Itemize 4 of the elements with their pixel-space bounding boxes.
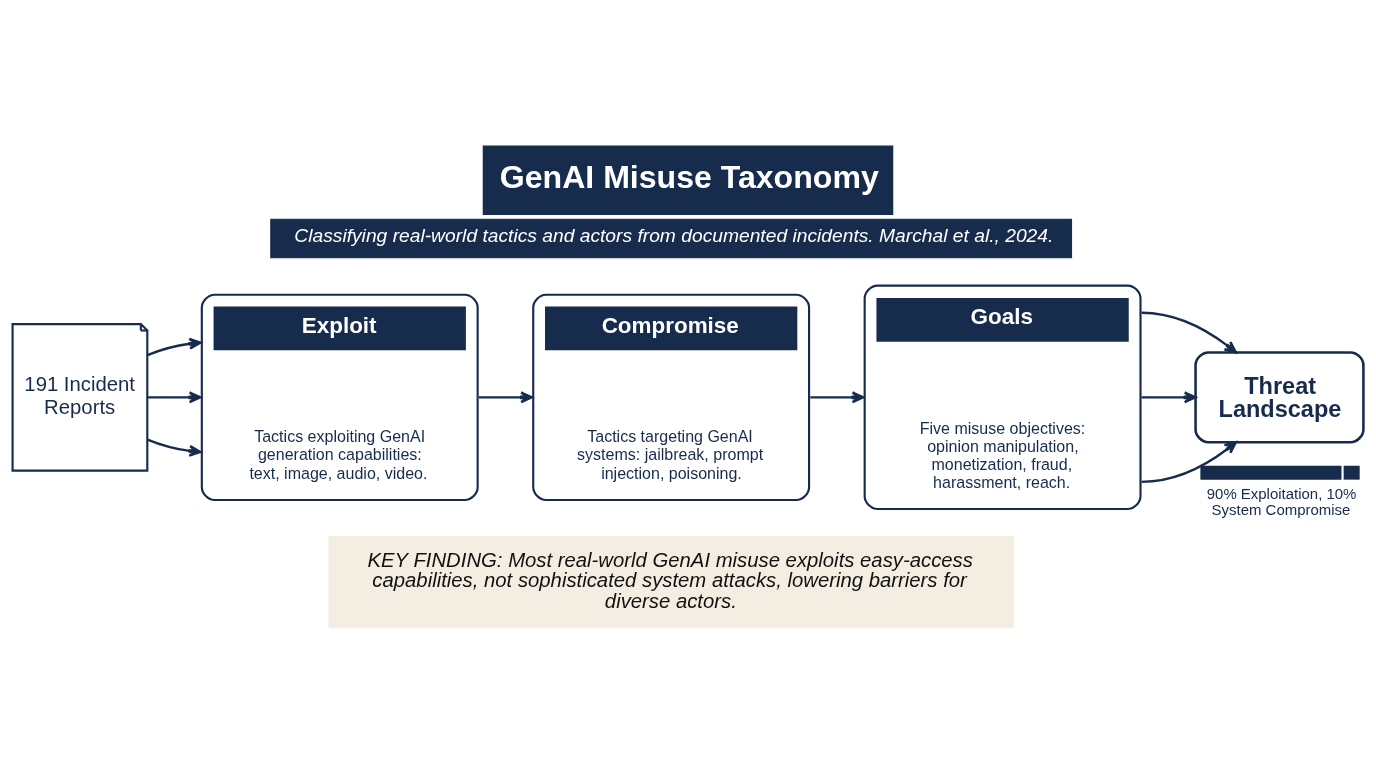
caption: KEY FINDING: Most real-world GenAI misuse exploits easy-access capabilities, not sophisticated system attacks, lowering barriers for diverse actors. (367, 548, 973, 612)
diagram-title: GenAI Misuse Taxonomy (499, 158, 879, 195)
node-label: 90% Exploitation, 10% System Compromise (1206, 484, 1357, 518)
label: Classifying real-world tactics and actors from documented incidents. Marchal et al., 2024. (294, 224, 1054, 246)
